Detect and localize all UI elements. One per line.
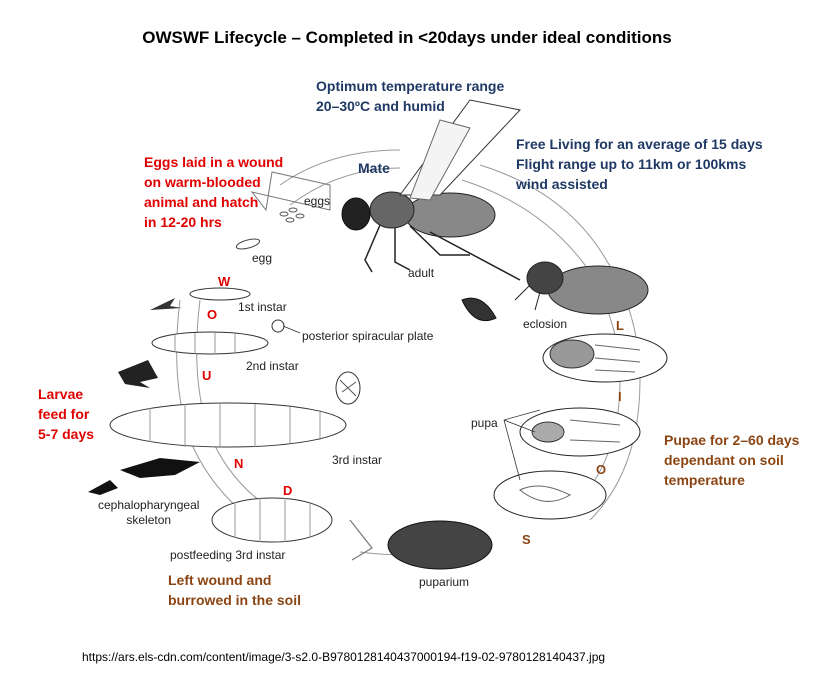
page-title: OWSWF Lifecycle – Completed in <20days u… bbox=[142, 28, 672, 47]
label-adult: adult bbox=[408, 266, 435, 280]
cephalopharyngeal-skeleton-drawing bbox=[88, 458, 200, 495]
adult-fly-drawing bbox=[341, 99, 521, 281]
pupae-line-1: Pupae for 2–60 days bbox=[664, 432, 800, 448]
label-cephalopharyngeal-line-1: cephalopharyngeal bbox=[98, 498, 200, 512]
eclosion-drawing bbox=[514, 261, 649, 315]
temperature-note-line-2: 20–30ºC and humid bbox=[316, 98, 445, 114]
free-living-line-1: Free Living for an average of 15 days bbox=[516, 136, 763, 152]
label-cephalopharyngeal-skeleton: cephalopharyngeal skeleton bbox=[98, 498, 199, 528]
wound-letter-w: W bbox=[218, 274, 231, 289]
pupae-note: Pupae for 2–60 days dependant on soil te… bbox=[664, 430, 799, 490]
larvae-line-2: feed for bbox=[38, 406, 90, 422]
label-pupa: pupa bbox=[471, 416, 498, 430]
egg-drawing bbox=[235, 238, 261, 250]
arrow-to-puparium bbox=[349, 519, 373, 561]
third-instar-larva bbox=[109, 402, 347, 448]
larvae-note: Larvae feed for 5-7 days bbox=[38, 384, 94, 444]
first-instar-mouthpart bbox=[150, 298, 182, 310]
soil-letter-s: S bbox=[522, 532, 531, 547]
pupae-line-2: dependant on soil bbox=[664, 452, 784, 468]
free-living-line-2: Flight range up to 11km or 100kms bbox=[516, 156, 747, 172]
label-third-instar: 3rd instar bbox=[332, 453, 383, 467]
wound-letter-u: U bbox=[202, 368, 212, 383]
label-posterior-spiracular-plate: posterior spiracular plate bbox=[302, 329, 434, 343]
label-cephalopharyngeal-line-2: skeleton bbox=[126, 513, 172, 527]
label-first-instar: 1st instar bbox=[238, 300, 287, 314]
mate-label: Mate bbox=[358, 160, 390, 176]
first-instar-larva bbox=[189, 287, 251, 301]
free-living-line-3: wind assisted bbox=[516, 176, 608, 192]
larvae-line-3: 5-7 days bbox=[38, 426, 95, 442]
eggs-cluster bbox=[279, 207, 305, 223]
posterior-spiracular-plate-drawing bbox=[271, 319, 361, 405]
pupa-stage-2 bbox=[519, 407, 641, 457]
pupae-line-3: temperature bbox=[664, 472, 745, 488]
label-egg: egg bbox=[252, 251, 273, 265]
arrow-to-eggs bbox=[250, 171, 331, 212]
second-instar-mouthpart bbox=[118, 360, 158, 388]
left-wound-line-2: burrowed in the soil bbox=[168, 592, 302, 608]
label-eggs: eggs bbox=[304, 194, 331, 208]
pupa-stage-3 bbox=[493, 470, 607, 520]
temperature-note: Optimum temperature range 20–30ºC and hu… bbox=[316, 76, 504, 116]
wound-letter-n: N bbox=[234, 456, 244, 471]
left-wound-note: Left wound and burrowed in the soil bbox=[168, 570, 301, 610]
postfeeding-larva bbox=[211, 497, 333, 543]
second-instar-larva bbox=[151, 331, 269, 355]
label-second-instar: 2nd instar bbox=[246, 359, 299, 373]
soil-letter-o: O bbox=[596, 462, 607, 477]
eggs-laid-line-3: animal and hatch bbox=[144, 194, 259, 210]
label-puparium: puparium bbox=[419, 575, 470, 589]
left-wound-line-1: Left wound and bbox=[168, 572, 272, 588]
puparium-drawing bbox=[387, 520, 493, 570]
soil-letter-i: I bbox=[618, 389, 622, 404]
puparium-cap-drawing bbox=[461, 297, 497, 322]
label-postfeeding-third-instar: postfeeding 3rd instar bbox=[170, 548, 286, 562]
eggs-laid-line-2: on warm-blooded bbox=[144, 174, 261, 190]
eggs-laid-line-1: Eggs laid in a wound bbox=[144, 154, 284, 170]
wound-letter-o: O bbox=[207, 307, 218, 322]
eggs-laid-line-4: in 12-20 hrs bbox=[144, 214, 222, 230]
wound-letter-d: D bbox=[283, 483, 293, 498]
soil-letter-l: L bbox=[616, 318, 624, 333]
larvae-line-1: Larvae bbox=[38, 386, 84, 402]
temperature-note-line-1: Optimum temperature range bbox=[316, 78, 505, 94]
label-eclosion: eclosion bbox=[523, 317, 568, 331]
source-url: https://ars.els-cdn.com/content/image/3-… bbox=[82, 650, 606, 664]
leader-lines bbox=[282, 325, 541, 481]
pupa-stage-1 bbox=[542, 333, 668, 383]
free-living-note: Free Living for an average of 15 days Fl… bbox=[516, 134, 763, 194]
eggs-laid-note: Eggs laid in a wound on warm-blooded ani… bbox=[144, 152, 283, 232]
